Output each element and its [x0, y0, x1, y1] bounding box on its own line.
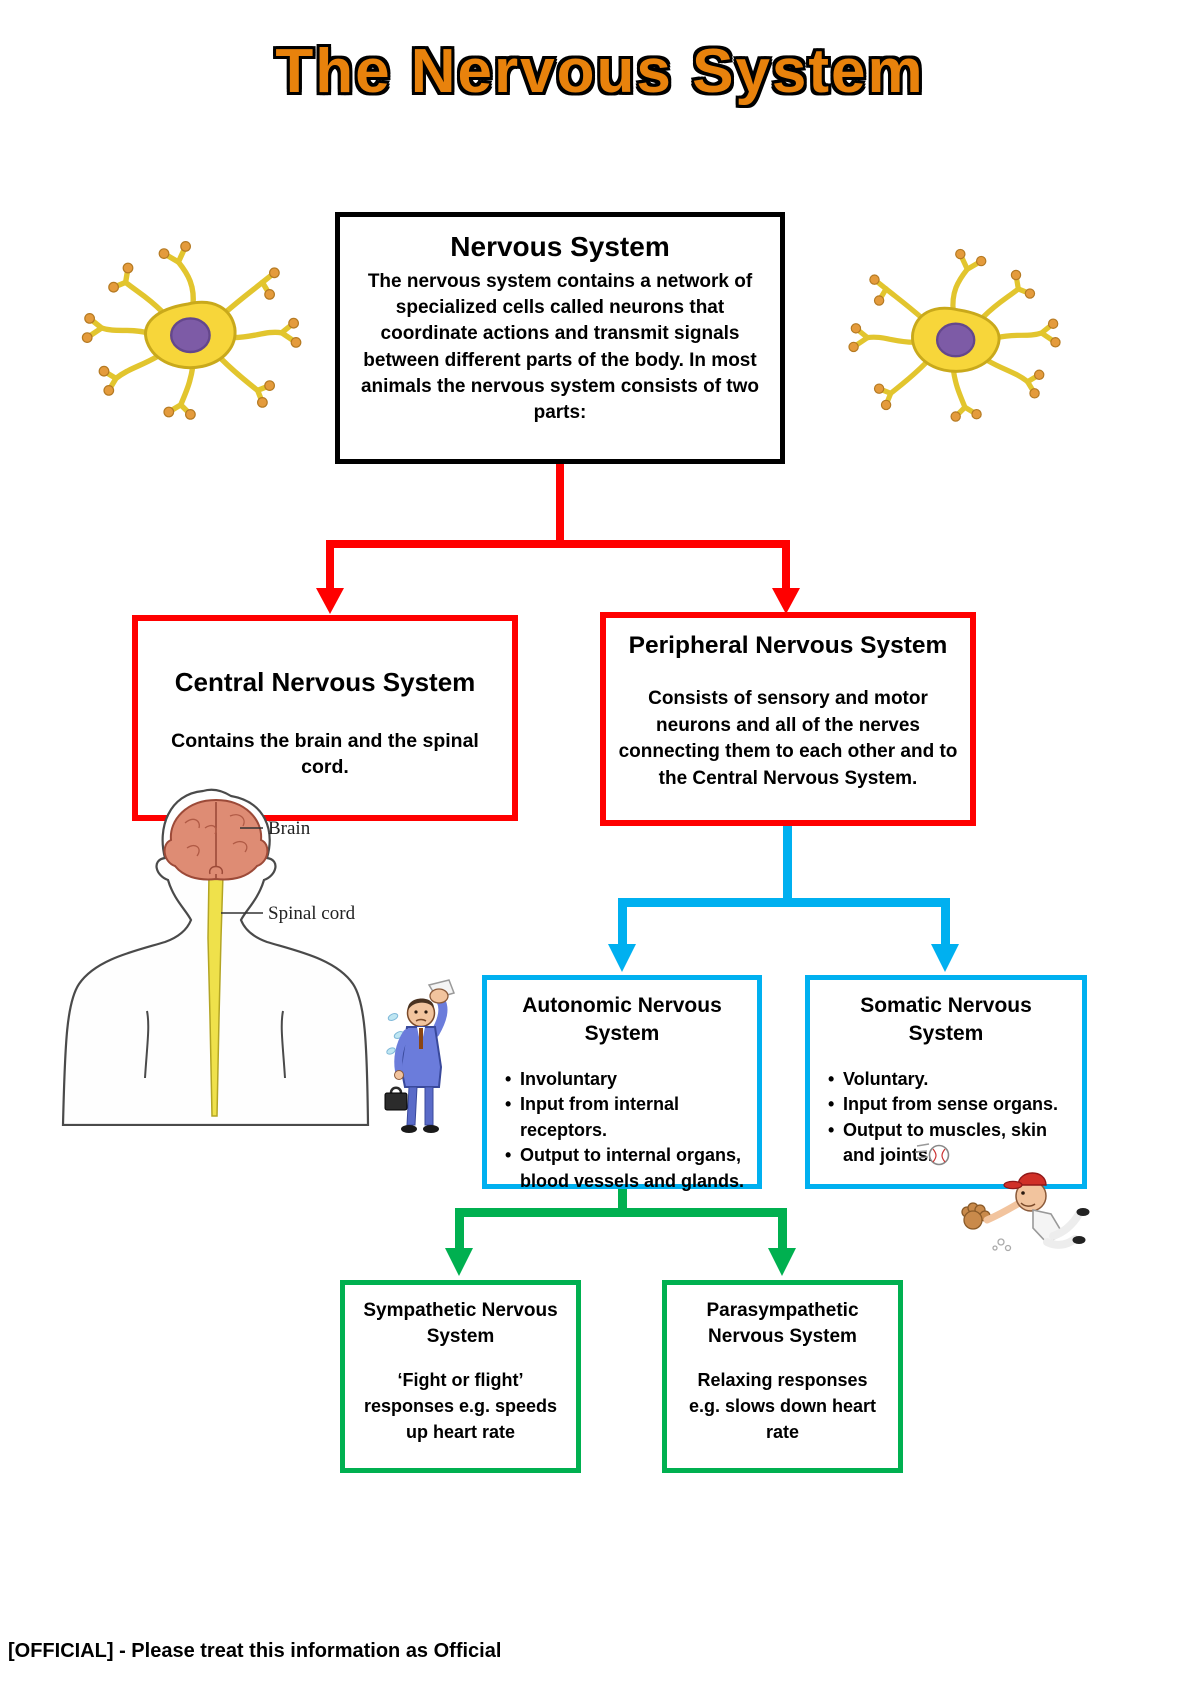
connector-pns-hbar: [618, 898, 950, 907]
neuron-illustration-right: [842, 240, 1074, 426]
root-box-title: Nervous System: [450, 231, 670, 262]
parasympathetic-box: Parasympathetic Nervous System Relaxing …: [662, 1280, 903, 1473]
connector-pns-stem: [783, 826, 792, 902]
list-item: • Input from sense organs.: [828, 1092, 1074, 1118]
arrowhead-to-pns: [772, 588, 800, 614]
autonomic-bullet-list: • Involuntary • Input from internal rece…: [487, 1067, 757, 1195]
connector-autonomic-drop-right: [778, 1208, 787, 1250]
connector-pns-drop-right: [941, 898, 950, 946]
autonomic-box: Autonomic Nervous System • Involuntary •…: [482, 975, 762, 1191]
connector-pns-drop-left: [618, 898, 627, 946]
connector-root-drop-right: [782, 540, 790, 590]
cns-box-title: Central Nervous System: [174, 667, 476, 697]
parasympathetic-box-title: Parasympathetic Nervous System: [706, 1300, 859, 1347]
root-box-nervous-system: Nervous System The nervous system contai…: [335, 212, 785, 464]
root-box-body: The nervous system contains a network of…: [360, 271, 760, 424]
connector-autonomic-stem: [618, 1189, 627, 1214]
list-item: • Output to internal organs, blood vesse…: [505, 1143, 749, 1194]
connector-autonomic-drop-left: [455, 1208, 464, 1250]
neuron-illustration-left: [68, 232, 308, 424]
list-item: • Output to muscles, skin and joints.: [828, 1118, 1074, 1169]
sympathetic-box-body: ‘Fight or flight’ responses e.g. speeds …: [363, 1370, 558, 1443]
cns-anatomy-illustration: Brain Spinal cord: [61, 788, 370, 1126]
pns-box: Peripheral Nervous System Consists of se…: [600, 612, 976, 826]
arrowhead-to-cns: [316, 588, 344, 614]
arrowhead-to-somatic: [931, 944, 959, 972]
spinal-cord-label: Spinal cord: [268, 903, 356, 924]
connector-root-drop-left: [326, 540, 334, 590]
parasympathetic-box-body: Relaxing responses e.g. slows down heart…: [688, 1370, 877, 1443]
list-item: • Input from internal receptors.: [505, 1092, 749, 1143]
brain-label: Brain: [268, 818, 311, 839]
autonomic-bullet-1: Involuntary: [520, 1068, 618, 1089]
sympathetic-box-title: Sympathetic Nervous System: [363, 1300, 558, 1347]
somatic-box-title: Somatic Nervous System: [860, 994, 1032, 1046]
somatic-bullet-1: Voluntary.: [843, 1068, 929, 1089]
official-footer: [OFFICIAL] - Please treat this informati…: [8, 1640, 502, 1662]
somatic-bullet-2: Input from sense organs.: [843, 1094, 1059, 1115]
cns-box: Central Nervous System Contains the brai…: [132, 615, 518, 821]
bullet-icon: •: [828, 1119, 835, 1140]
connector-autonomic-hbar: [455, 1208, 787, 1217]
bullet-icon: •: [828, 1068, 835, 1089]
autonomic-box-title: Autonomic Nervous System: [522, 994, 722, 1046]
arrowhead-to-parasympathetic: [768, 1248, 796, 1276]
list-item: • Voluntary.: [828, 1067, 1074, 1093]
stressed-businessman-illustration: [384, 979, 455, 1133]
pns-box-title: Peripheral Nervous System: [628, 632, 948, 659]
bullet-icon: •: [505, 1145, 512, 1166]
autonomic-bullet-3: Output to internal organs, blood vessels…: [520, 1145, 745, 1191]
sympathetic-box: Sympathetic Nervous System ‘Fight or fli…: [340, 1280, 581, 1473]
connector-root-hbar: [326, 540, 790, 548]
arrowhead-to-autonomic: [608, 944, 636, 972]
baseball-catcher-illustration: [915, 1143, 1090, 1252]
bullet-icon: •: [505, 1068, 512, 1089]
list-item: • Involuntary: [505, 1067, 749, 1093]
somatic-bullet-list: • Voluntary. • Input from sense organs. …: [810, 1067, 1082, 1169]
cns-box-body: Contains the brain and the spinal cord.: [171, 730, 479, 779]
pns-box-body: Consists of sensory and motor neurons an…: [618, 688, 958, 789]
autonomic-bullet-2: Input from internal receptors.: [520, 1094, 679, 1140]
somatic-bullet-3: Output to muscles, skin and joints.: [843, 1119, 1048, 1166]
bullet-icon: •: [505, 1094, 512, 1115]
page-title: The Nervous System: [275, 37, 925, 106]
arrowhead-to-sympathetic: [445, 1248, 473, 1276]
bullet-icon: •: [828, 1094, 835, 1115]
connector-root-stem: [556, 464, 564, 544]
